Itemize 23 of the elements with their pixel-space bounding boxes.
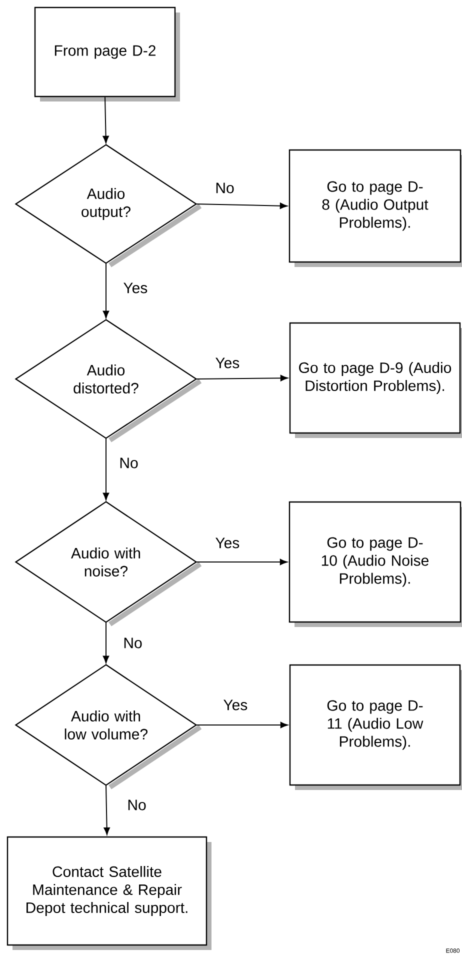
process-box: Go to page D-8 (Audio Output Problems). [288,149,462,267]
edge-label: Yes [214,356,241,370]
edge-label: Yes [214,536,241,550]
process-box: Contact Satellite Maintenance & Repair Depot technical support. [6,836,212,950]
process-box: From page D-2 [34,6,180,102]
edge-label: No [126,798,148,812]
arrow [196,374,288,382]
arrow [102,262,110,318]
arrow [102,96,109,144]
edge-label: No [214,182,236,194]
arrow [196,202,288,209]
process-box: Go to page D-10 (Audio Noise Problems). [288,501,462,627]
edge-label: Yes [122,282,149,294]
edge-label: No [122,636,144,650]
arrow [196,722,288,728]
edge-label: No [118,456,140,470]
arrow [196,558,288,566]
process-box: Go to page D-9 (Audio Distortion Problems). [289,322,462,438]
arrow [102,622,110,664]
arrow [102,438,110,500]
process-box: Go to page D-11 (Audio Low Problems). [289,664,462,790]
edge-label: Yes [222,698,249,712]
arrow [104,784,110,835]
